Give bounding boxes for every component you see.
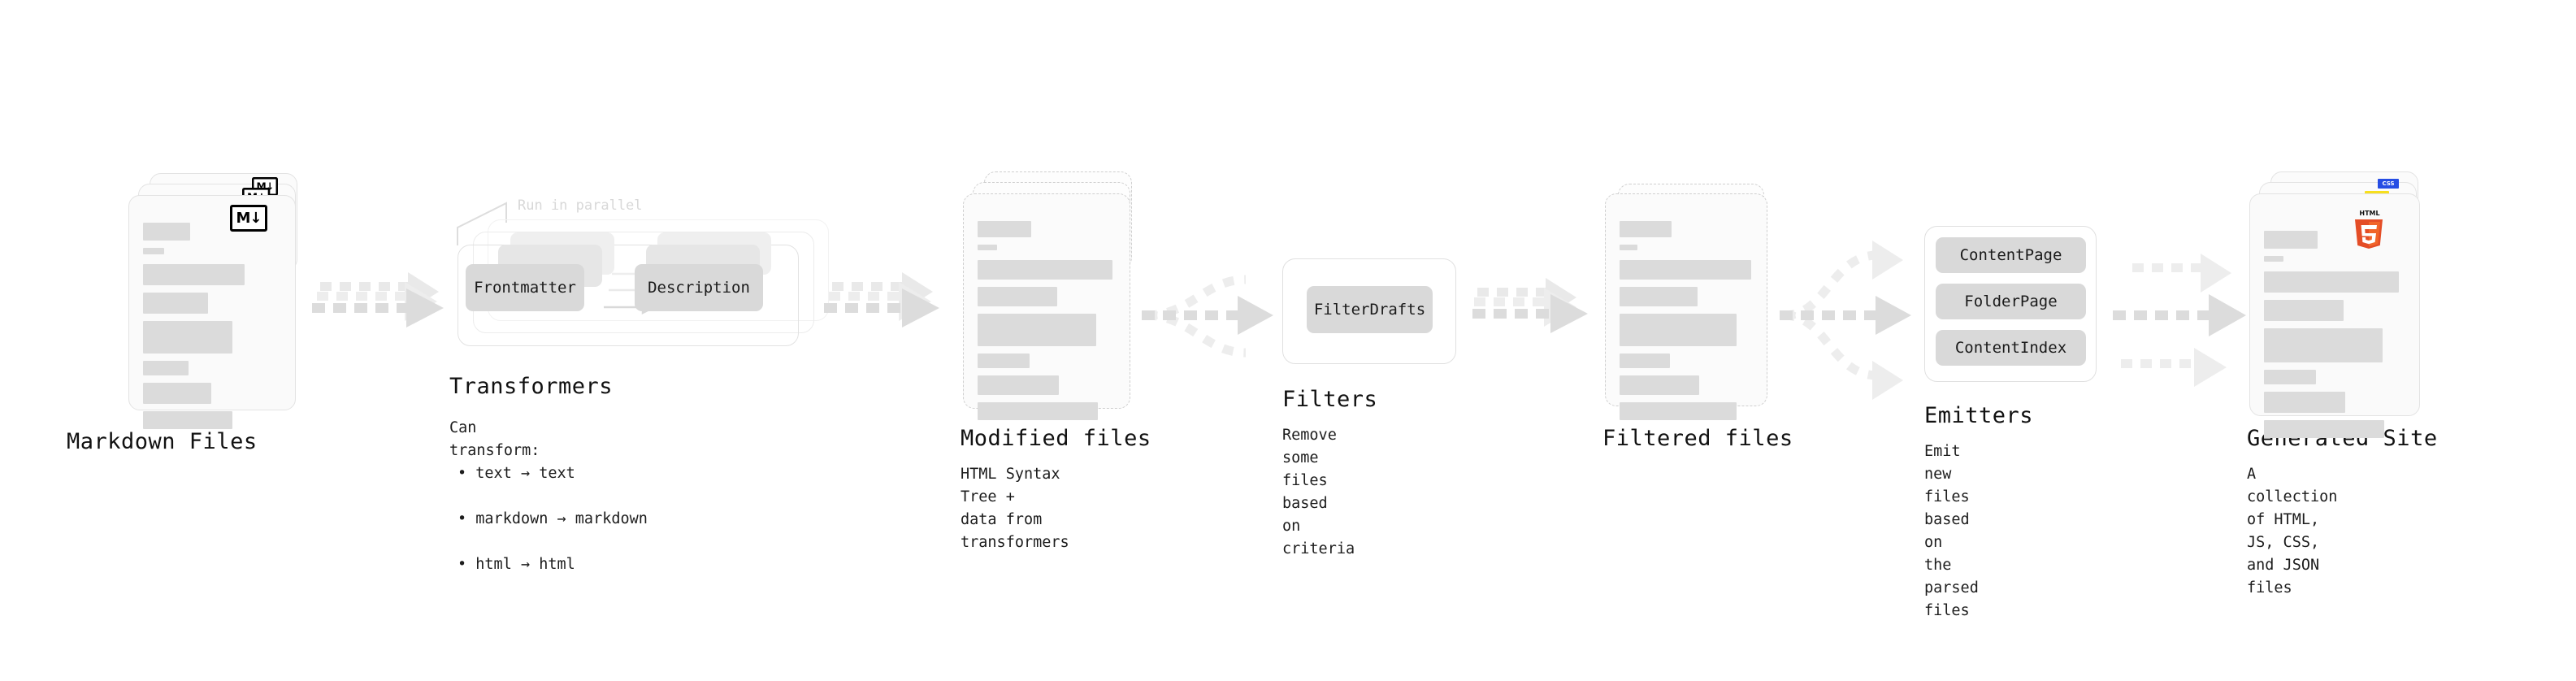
transformer-chip-description[interactable]: Description — [635, 264, 763, 311]
generated-site-caption: A collection of HTML, JS, CSS, and JSON … — [2247, 466, 2338, 596]
stage-title-modified-files: Modified files — [961, 426, 1151, 451]
transformer-bullet-text-0: text → text — [475, 465, 575, 482]
filtered-file-stack — [1605, 184, 1767, 420]
markdown-badge-front: M↓ — [230, 205, 267, 232]
transformer-bullet-text-1: markdown → markdown — [475, 510, 648, 527]
arrow-filtered-to-emitters — [1780, 241, 1911, 400]
emitters-caption: Emit new files based on the parsed files — [1924, 443, 1979, 619]
arrow-filters-to-filtered — [1472, 278, 1588, 333]
transformer-box-front — [458, 245, 799, 346]
stage-title-markdown-files: Markdown Files — [67, 429, 258, 454]
filter-chip-filterdrafts[interactable]: FilterDrafts — [1307, 286, 1433, 333]
html5-badge: HTML — [2355, 210, 2383, 249]
stage-title-filtered-files: Filtered files — [1602, 426, 1793, 451]
markdown-placeholder-lines — [143, 223, 289, 436]
emitter-chip-folderpage[interactable]: FolderPage — [1936, 284, 2086, 319]
markdown-file-stack: M↓ M↓ M↓ — [128, 173, 302, 429]
transformer-bullet-0: • text → text — [458, 465, 575, 482]
filtered-placeholder-lines — [1620, 221, 1754, 427]
modified-files-caption: HTML Syntax Tree + data from transformer… — [961, 466, 1069, 551]
generated-site-stack: CSS HTML — [2249, 171, 2423, 438]
arrow-markdown-to-transformers — [312, 272, 444, 327]
transformers-bullets: • text → text • markdown → markdown • ht… — [458, 440, 648, 599]
modified-placeholder-lines — [978, 221, 1124, 427]
transformer-chip-frontmatter[interactable]: Frontmatter — [466, 264, 584, 311]
arrow-modified-to-filters — [1142, 275, 1273, 358]
arrow-transformers-to-modified — [824, 272, 939, 327]
transformer-bullet-1: • markdown → markdown — [458, 510, 648, 527]
run-in-parallel-bracket — [457, 202, 507, 245]
stage-title-transformers: Transformers — [449, 374, 614, 399]
stage-title-filters: Filters — [1282, 387, 1378, 412]
emitter-chip-contentindex[interactable]: ContentIndex — [1936, 330, 2086, 366]
filters-caption: Remove some files based on criteria — [1282, 427, 1355, 557]
emitter-chip-contentpage[interactable]: ContentPage — [1936, 237, 2086, 273]
generated-site-placeholder-lines — [2264, 231, 2410, 445]
stage-title-emitters: Emitters — [1924, 403, 2034, 428]
transformer-bullet-text-2: html → html — [475, 556, 575, 573]
transformer-bullet-2: • html → html — [458, 556, 575, 573]
run-in-parallel-label: Run in parallel — [518, 197, 643, 214]
arrow-emitters-to-site — [2113, 254, 2246, 387]
svg-text:HTML: HTML — [2359, 210, 2379, 217]
modified-file-stack — [963, 171, 1137, 420]
transformers-caption: Can transform: — [449, 419, 540, 459]
css-badge: CSS — [2378, 179, 2399, 189]
